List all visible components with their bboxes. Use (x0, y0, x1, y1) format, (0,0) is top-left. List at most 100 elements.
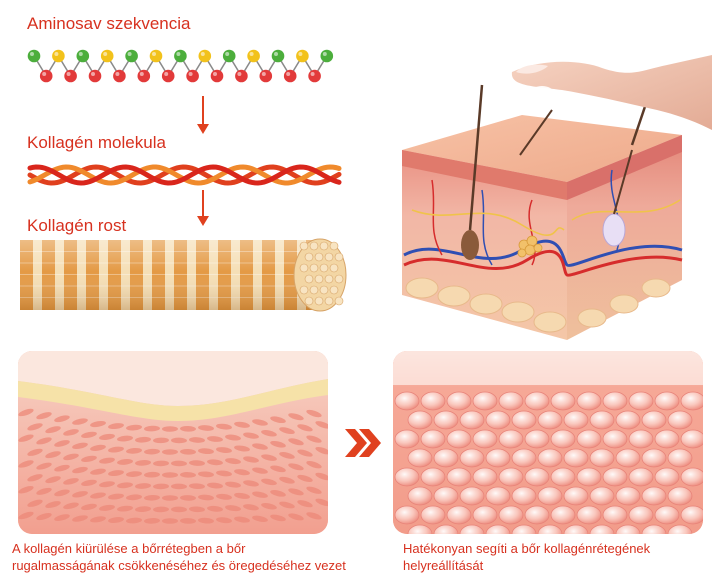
flattened-cell (153, 506, 169, 513)
collagen-bubble (433, 524, 459, 534)
flattened-cell (297, 500, 313, 508)
flattened-cell (297, 424, 313, 432)
collagen-bubble (446, 429, 472, 449)
flattened-cell (252, 515, 268, 522)
flattened-cell (234, 516, 250, 523)
caption-left: A kollagén kiürülése a bőrrétegben a bőr… (12, 540, 392, 574)
flattened-cell (234, 469, 250, 476)
flattened-cell (198, 425, 214, 431)
flattened-cell (81, 479, 97, 487)
collagen-bubble (680, 429, 703, 449)
flattened-cell (126, 471, 142, 477)
flattened-cell (108, 470, 124, 477)
flattened-cell (108, 493, 124, 500)
flattened-cell (54, 514, 70, 521)
flattened-cell (36, 437, 52, 445)
amino-acid-bead (149, 49, 163, 63)
amino-acid-bead (247, 49, 260, 63)
caption-right: Hatékonyan segíti a bőr kollagénrétegéne… (403, 540, 713, 574)
flattened-cell (117, 435, 133, 442)
flattened-cell (216, 493, 232, 500)
flattened-cell (207, 505, 223, 512)
flattened-cell (63, 478, 79, 485)
flattened-cell (126, 517, 142, 524)
collagen-bubble (615, 486, 641, 506)
restored-collagen-layer (393, 351, 703, 534)
flattened-cell (189, 437, 205, 443)
collagen-bubble (576, 429, 602, 449)
amino-acid-bead (27, 49, 41, 63)
flattened-cell (90, 444, 106, 451)
flattened-cell (162, 449, 178, 455)
collagen-bubble (394, 467, 420, 487)
flattened-cell (225, 434, 241, 441)
collagen-molecule-strands (27, 164, 342, 186)
collagen-bubble (641, 524, 667, 534)
collagen-bubble (537, 524, 563, 534)
flattened-cell (252, 443, 268, 450)
flattened-cell (288, 488, 304, 496)
collagen-bubble (407, 524, 433, 534)
flattened-cell (270, 465, 286, 473)
flattened-cell (144, 448, 160, 455)
flattened-cell (270, 514, 286, 522)
flattened-cell (99, 433, 115, 440)
collagen-bubble (628, 429, 654, 449)
flattened-cell (45, 426, 61, 434)
flattened-cell (180, 425, 196, 432)
flattened-cell (144, 471, 160, 478)
flattened-cell (171, 460, 187, 467)
flattened-cell (189, 483, 205, 490)
collagen-bubble (667, 524, 693, 534)
flattened-cell (171, 437, 187, 444)
collagen-bubble (615, 448, 641, 468)
amino-acid-bead (125, 49, 138, 63)
flattened-cell (288, 413, 304, 421)
collagen-bubble (459, 486, 485, 506)
collagen-bubble (511, 524, 537, 534)
flattened-cell (306, 486, 322, 494)
collagen-bubble (550, 505, 576, 525)
flattened-cell (54, 415, 70, 423)
flattened-cell (90, 492, 106, 499)
flattened-cell (252, 491, 268, 498)
collagen-bubble (589, 410, 615, 430)
flattened-cell (279, 501, 295, 509)
flattened-cell (198, 448, 214, 455)
flattened-cell (198, 471, 214, 478)
flattened-cell (270, 490, 286, 497)
collagen-bubble (537, 448, 563, 468)
flattened-cell (90, 468, 106, 475)
collagen-bubble (407, 410, 433, 430)
flattened-cell (162, 495, 178, 501)
flattened-cell (243, 504, 259, 511)
flattened-cell (279, 427, 295, 435)
flattened-cell (18, 460, 34, 468)
collagen-bubble (420, 467, 446, 487)
collagen-fiber-cylinder (20, 238, 347, 312)
collagen-bubble (485, 448, 511, 468)
depleted-collagen-layer (18, 351, 328, 534)
flattened-cell (135, 483, 151, 489)
flattened-cell (18, 486, 34, 494)
collagen-bubble (485, 524, 511, 534)
collagen-bubble (550, 391, 576, 411)
collagen-bubble (407, 448, 433, 468)
flattened-cell (72, 442, 88, 450)
flattened-cell (216, 447, 232, 453)
flattened-cell (54, 464, 70, 472)
flattened-cell (126, 494, 142, 501)
collagen-bubble (446, 391, 472, 411)
flattened-cell (189, 460, 205, 466)
flattened-cell (27, 423, 43, 431)
amino-acid-bead (161, 69, 175, 83)
flattened-cell (315, 498, 328, 507)
flattened-cell (279, 452, 295, 459)
flattened-cell (207, 436, 223, 442)
flattened-cell (18, 408, 34, 417)
flattened-cell (153, 437, 169, 444)
flattened-cell (180, 449, 196, 455)
flattened-cell (36, 412, 52, 420)
collagen-bubble (498, 505, 524, 525)
flattened-cell (153, 483, 169, 490)
